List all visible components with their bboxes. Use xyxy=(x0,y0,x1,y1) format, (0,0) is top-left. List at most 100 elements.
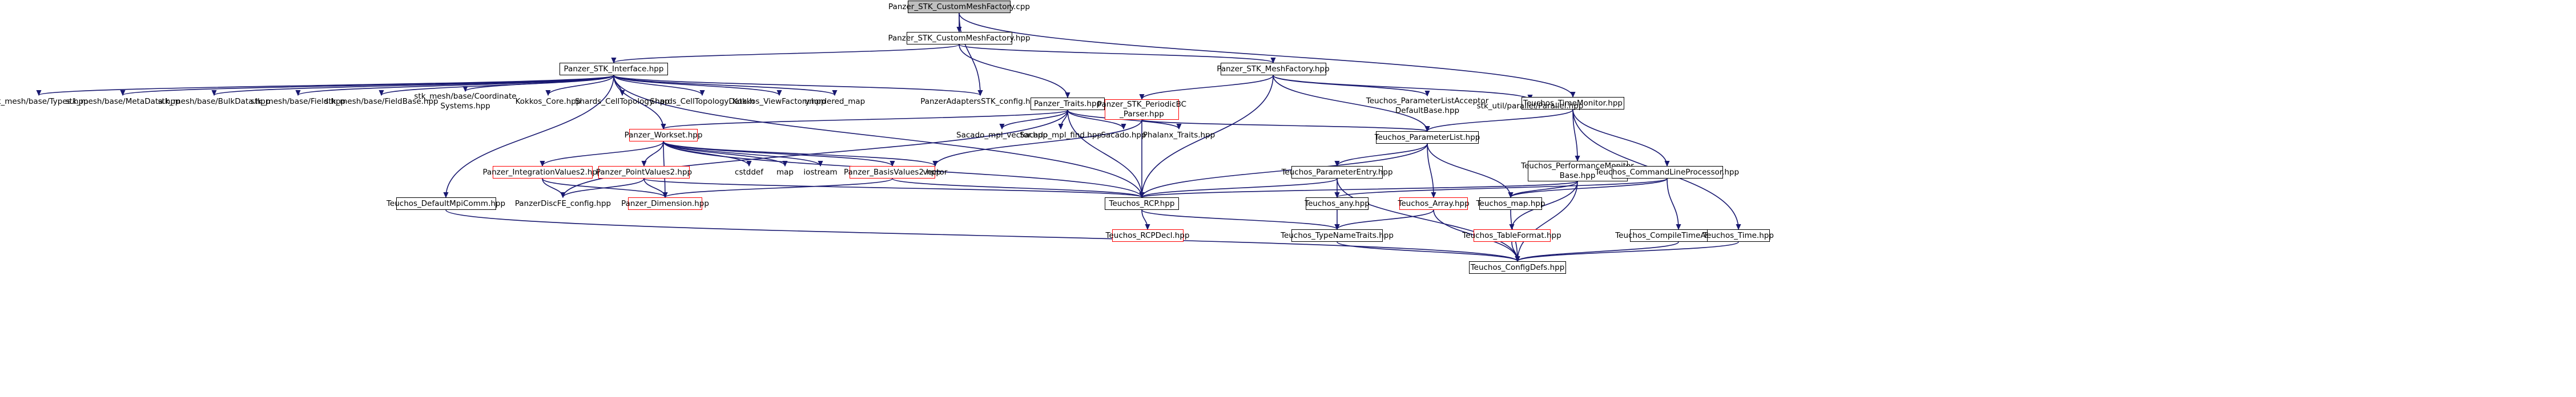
edge-iface-to-metadata xyxy=(123,75,614,95)
edge-cmdline-to-tmap xyxy=(1511,178,1668,197)
edge-workset-to-basisval xyxy=(663,141,892,166)
edge-iface-to-types xyxy=(39,75,614,95)
graph-node-phalanx: Phalanx_Traits.hpp xyxy=(1142,130,1215,140)
graph-node-perfmon[interactable]: Teuchos_PerformanceMonitor Base.hpp xyxy=(1521,161,1634,181)
graph-node-celltopodata: Shards_CellTopologyData.h xyxy=(650,96,755,106)
edge-traits-to-sacvec xyxy=(1002,110,1068,129)
edge-intval-to-discfe xyxy=(542,178,563,197)
graph-node-typename[interactable]: Teuchos_TypeNameTraits.hpp xyxy=(1281,229,1394,242)
edge-basisval-to-dimension xyxy=(665,178,893,197)
graph-node-sacfind: Sacado_mpl_find.hpp xyxy=(1020,130,1102,140)
graph-node-sacado: Sacado.hpp xyxy=(1101,130,1146,140)
graph-node-coordsys: stk_mesh/base/Coordinate Systems.hpp xyxy=(414,92,517,111)
edge-ptval-to-rcp xyxy=(643,178,1142,197)
graph-node-sacvec: Sacado_mpl_vector.hpp xyxy=(956,130,1048,140)
graph-node-vector: vector xyxy=(923,167,948,177)
graph-node-basisval[interactable]: Panzer_BasisValues2.hpp xyxy=(844,166,941,179)
graph-node-field: stk_mesh/base/Field.hpp xyxy=(250,96,346,106)
edge-cmf-to-meshfac xyxy=(959,44,1273,63)
edge-iface-to-kokkoscore xyxy=(548,75,614,95)
edge-workset-to-ptval xyxy=(644,141,664,166)
graph-node-discfe: PanzerDiscFE_config.hpp xyxy=(514,198,611,208)
graph-node-types: stk_mesh/base/Types.hpp xyxy=(0,96,88,106)
graph-node-root[interactable]: Panzer_STK_CustomMeshFactory.cpp xyxy=(888,1,1030,13)
edge-timemon-to-perfmon xyxy=(1572,109,1577,161)
edge-iface-to-defmpi xyxy=(446,75,614,197)
edge-meshfac-to-rcp xyxy=(1142,75,1274,197)
edge-timemon-to-cmdline xyxy=(1572,109,1667,166)
graph-node-rcpdecl[interactable]: Teuchos_RCPDecl.hpp xyxy=(1106,229,1190,242)
edge-rcp-to-typename xyxy=(1141,209,1337,229)
graph-node-rcp[interactable]: Teuchos_RCP.hpp xyxy=(1105,197,1179,210)
edge-periodic-to-plist xyxy=(1141,119,1427,131)
edge-iface-to-workset xyxy=(613,75,663,129)
graph-node-plaa: Teuchos_ParameterListAcceptor DefaultBas… xyxy=(1366,96,1489,115)
graph-node-ttime[interactable]: Teuchos_Time.hpp xyxy=(1703,229,1774,242)
graph-node-bulkdata: stk_mesh/base/BulkData.hpp xyxy=(158,96,271,106)
edge-perfmon-to-configdefs xyxy=(1518,181,1578,261)
graph-node-workset[interactable]: Panzer_Workset.hpp xyxy=(625,129,702,141)
graph-node-iface[interactable]: Panzer_STK_Interface.hpp xyxy=(560,63,668,75)
graph-node-any[interactable]: Teuchos_any.hpp xyxy=(1305,197,1370,210)
edge-meshfac-to-plist xyxy=(1273,75,1427,131)
graph-node-kokkoscore: Kokkos_Core.hpp xyxy=(515,96,581,106)
edge-root-to-timemon xyxy=(959,13,1573,97)
edge-ptval-to-discfe xyxy=(563,178,645,197)
edge-basisval-to-rcp xyxy=(892,178,1142,197)
graph-node-configdefs[interactable]: Teuchos_ConfigDefs.hpp xyxy=(1469,261,1566,274)
edge-perfmon-to-rcp xyxy=(1142,181,1578,197)
graph-node-map: map xyxy=(776,167,794,177)
graph-node-intval[interactable]: Panzer_IntegrationValues2.hpp xyxy=(482,166,602,179)
edge-cmdline-to-compiletime xyxy=(1667,178,1679,229)
edge-meshfac-to-plaa xyxy=(1273,75,1427,96)
edge-plist-to-rcp xyxy=(1142,143,1428,197)
edge-pentry-to-rcp xyxy=(1142,178,1338,197)
edge-cmf-to-iface xyxy=(614,44,960,63)
graph-node-ptval[interactable]: Panzer_PointValues2.hpp xyxy=(596,166,692,179)
graph-node-fieldbase: stk_mesh/base/FieldBase.hpp xyxy=(324,96,438,106)
graph-node-tablefmt[interactable]: Teuchos_TableFormat.hpp xyxy=(1462,229,1561,242)
edge-workset-to-iostream xyxy=(663,141,820,166)
edge-meshfac-to-periodic xyxy=(1142,75,1274,99)
edge-root-to-adaptconf xyxy=(959,13,980,95)
graph-node-metadata: stk_mesh/base/MetaData.hpp xyxy=(65,96,180,106)
edge-traits-to-discfe xyxy=(563,110,1068,197)
edge-typename-to-configdefs xyxy=(1337,241,1518,261)
graph-node-umap: unordered_map xyxy=(804,96,866,106)
graph-node-periodic[interactable]: Panzer_STK_PeriodicBC _Parser.hpp xyxy=(1097,99,1187,120)
graph-node-dimension[interactable]: Panzer_Dimension.hpp xyxy=(621,197,709,210)
graph-node-pentry[interactable]: Teuchos_ParameterEntry.hpp xyxy=(1281,166,1393,179)
edge-iface-to-coordsys xyxy=(465,75,614,91)
edge-iface-to-field xyxy=(298,75,614,95)
edge-traits-to-sacado xyxy=(1067,110,1124,129)
edge-iface-to-kview xyxy=(613,75,779,95)
edge-cmdline-to-any xyxy=(1337,178,1668,197)
edge-compiletime-to-configdefs xyxy=(1518,241,1679,261)
edge-plist-to-pentry xyxy=(1337,143,1428,166)
graph-node-timemon[interactable]: Teuchos_TimeMonitor.hpp xyxy=(1522,97,1624,110)
edge-plist-to-tmap xyxy=(1427,143,1511,197)
graph-node-tmap[interactable]: Teuchos_map.hpp xyxy=(1476,197,1545,210)
graph-node-iostream: iostream xyxy=(803,167,838,177)
graph-node-cstddef: cstddef xyxy=(735,167,763,177)
graph-node-traits[interactable]: Panzer_Traits.hpp xyxy=(1031,98,1105,110)
edge-pentry-to-configdefs xyxy=(1337,178,1518,261)
graph-node-defmpi[interactable]: Teuchos_DefaultMpiComm.hpp xyxy=(387,197,505,210)
edge-rcp-to-rcpdecl xyxy=(1141,209,1148,229)
graph-node-cmf[interactable]: Panzer_STK_CustomMeshFactory.hpp xyxy=(888,32,1031,44)
edge-array-to-typename xyxy=(1337,209,1434,229)
graph-node-adaptconf: PanzerAdaptersSTK_config.hpp xyxy=(920,96,1040,106)
graph-node-array[interactable]: Teuchos_Array.hpp xyxy=(1398,197,1470,210)
edge-workset-to-vector xyxy=(663,141,935,166)
graph-node-kview: Kokkos_ViewFactory.hpp xyxy=(732,96,826,106)
edge-iface-to-celltopodata xyxy=(613,75,702,95)
edge-traits-to-rcp xyxy=(1067,110,1142,197)
edge-ttime-to-configdefs xyxy=(1518,241,1739,261)
edge-iface-to-adaptconf xyxy=(613,75,980,95)
edge-iface-to-umap xyxy=(613,75,835,95)
graph-node-meshfac[interactable]: Panzer_STK_MeshFactory.hpp xyxy=(1217,63,1330,75)
graph-node-plist[interactable]: Teuchos_ParameterList.hpp xyxy=(1375,131,1480,144)
graph-node-cmdline[interactable]: Teuchos_CommandLineProcessor.hpp xyxy=(1595,166,1739,179)
graph-node-celltopo: Shards_CellTopology.hpp xyxy=(575,96,670,106)
